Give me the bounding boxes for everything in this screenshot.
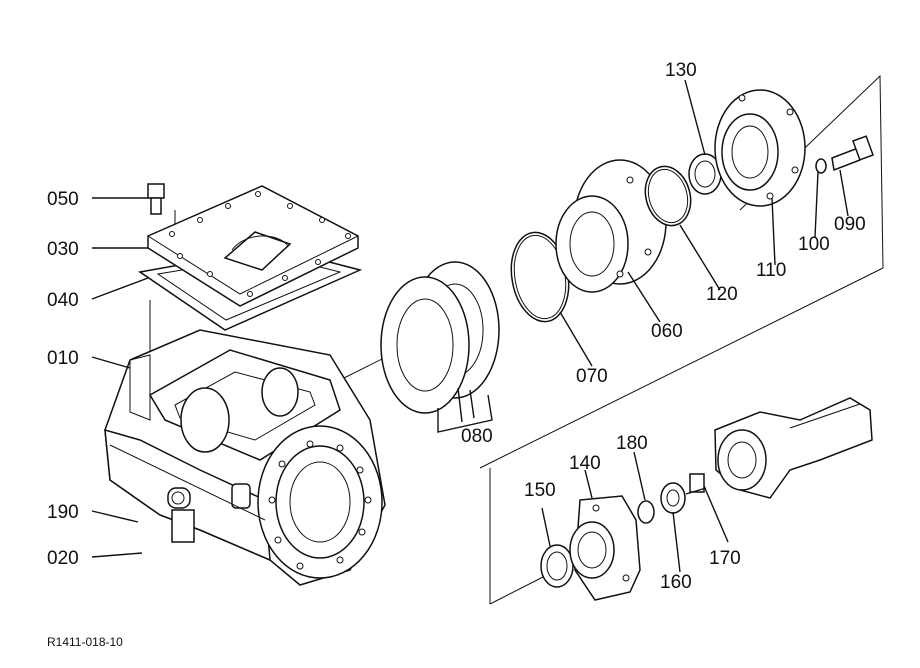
seal-160 xyxy=(660,482,686,514)
bearing-housing xyxy=(555,159,667,293)
callout-010: 010 xyxy=(47,348,79,369)
callout-170: 170 xyxy=(709,548,741,569)
callout-140: 140 xyxy=(569,453,601,474)
callout-150: 150 xyxy=(524,480,556,501)
shim-plates xyxy=(380,261,500,414)
callout-100: 100 xyxy=(798,234,830,255)
flange-140 xyxy=(569,495,641,601)
cover-bolt xyxy=(147,183,165,215)
o-ring-180 xyxy=(637,500,655,524)
callout-060: 060 xyxy=(651,321,683,342)
o-ring-small xyxy=(644,165,692,227)
callout-090: 090 xyxy=(834,214,866,235)
callout-030: 030 xyxy=(47,239,79,260)
seal-150 xyxy=(540,544,574,588)
callout-130: 130 xyxy=(665,60,697,81)
flange-bolt xyxy=(831,135,874,172)
propeller-shaft-yoke xyxy=(714,397,873,499)
callout-labels: 050 030 040 010 190 020 080 070 060 120 … xyxy=(47,60,866,649)
callout-050: 050 xyxy=(47,189,79,210)
callout-190: 190 xyxy=(47,502,79,523)
lock-washer xyxy=(815,158,827,174)
transmission-case xyxy=(104,329,386,586)
callout-040: 040 xyxy=(47,290,79,311)
hub-flange xyxy=(714,89,806,207)
callout-070: 070 xyxy=(576,366,608,387)
bolt-170 xyxy=(685,473,707,495)
callout-020: 020 xyxy=(47,548,79,569)
top-cover xyxy=(147,185,359,307)
callout-110: 110 xyxy=(756,260,786,281)
callout-080: 080 xyxy=(461,426,493,447)
callout-180: 180 xyxy=(616,433,648,454)
leader-lines xyxy=(91,79,849,573)
callout-160: 160 xyxy=(660,572,692,593)
reference-code: R1411-018-10 xyxy=(47,635,123,649)
callout-120: 120 xyxy=(706,284,738,305)
